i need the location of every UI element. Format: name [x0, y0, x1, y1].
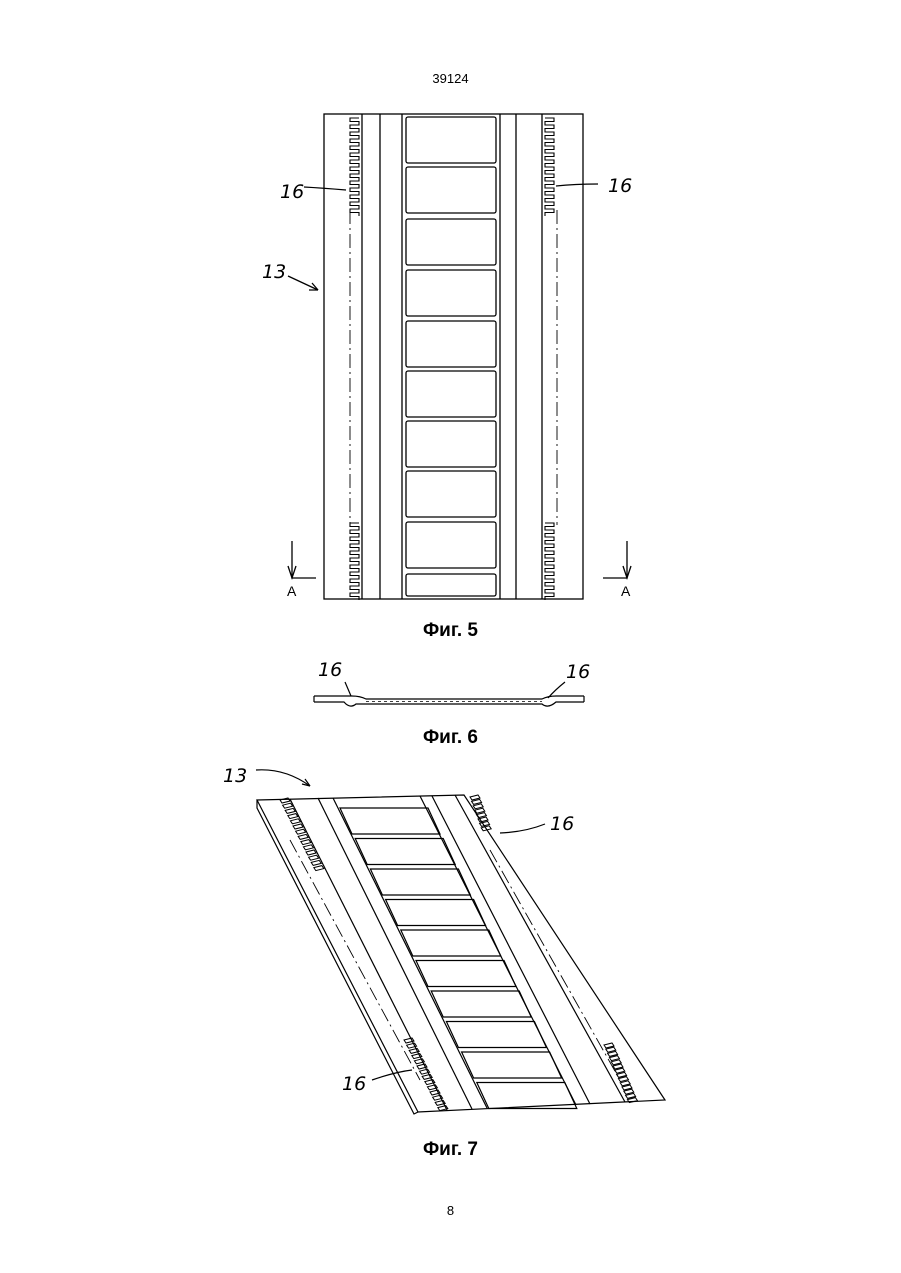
window-cell-perspective [431, 991, 531, 1017]
window-cell-perspective [462, 1052, 562, 1078]
window-cell [406, 270, 496, 316]
window-cell-perspective [446, 1022, 546, 1048]
window-cell [406, 574, 496, 596]
section-marker-left [292, 541, 316, 578]
window-cell [406, 371, 496, 417]
leader-13-perspective [256, 770, 310, 786]
figure-5-drawing [288, 114, 631, 600]
label-16-right: 16 [608, 175, 632, 197]
label-6-right: 16 [566, 661, 590, 683]
section-bottom [314, 702, 584, 706]
teeth-row [545, 523, 554, 600]
leader-16-right [556, 184, 598, 186]
window-cell-perspective [370, 869, 470, 895]
section-top [314, 696, 584, 699]
belt-outline [324, 114, 583, 599]
window-cell-perspective [386, 900, 486, 926]
window-cell-perspective [416, 961, 516, 987]
window-cells [406, 117, 496, 596]
window-cells-perspective [340, 808, 577, 1109]
leader-13 [288, 276, 318, 290]
label-16-bottom: 16 [342, 1073, 366, 1095]
figure-7-caption: Фиг. 7 [0, 1139, 901, 1161]
label-13: 13 [262, 261, 286, 283]
section-marker-right [603, 541, 627, 578]
teeth-row [350, 118, 359, 216]
figure-5-caption: Фиг. 5 [0, 620, 901, 642]
window-cell [406, 321, 496, 367]
section-label-right: A [621, 583, 631, 599]
teeth-row [545, 118, 554, 216]
window-cell [406, 117, 496, 163]
label-16-top: 16 [550, 813, 574, 835]
leader-6-left [345, 682, 351, 696]
window-cell-perspective [340, 808, 440, 834]
label-6-left: 16 [318, 659, 342, 681]
figure-6-drawing [314, 682, 584, 706]
label-13-perspective: 13 [223, 765, 247, 787]
label-16-left: 16 [280, 181, 304, 203]
window-cell-perspective [355, 839, 455, 865]
page-number: 8 [0, 1203, 901, 1218]
leader-16-left [304, 187, 346, 190]
window-cell [406, 421, 496, 467]
window-cell [406, 522, 496, 568]
leader-16-top [500, 824, 545, 833]
figure-6-caption: Фиг. 6 [0, 727, 901, 749]
section-label-left: A [287, 583, 297, 599]
figure-7-drawing [256, 770, 665, 1114]
window-cell-perspective [401, 930, 501, 956]
window-cell [406, 219, 496, 265]
window-cell [406, 167, 496, 213]
teeth-row [350, 523, 359, 600]
teeth-row-perspective [280, 798, 324, 871]
teeth-row-perspective [470, 795, 491, 831]
teeth-pattern-perspective [280, 795, 637, 1111]
window-cell [406, 471, 496, 517]
